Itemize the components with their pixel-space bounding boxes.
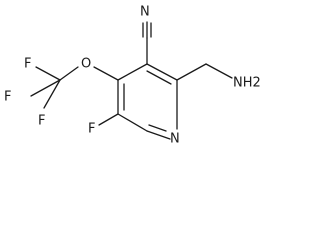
bond-ch2-nh2 xyxy=(205,63,233,79)
amine-label: NH2 xyxy=(233,76,261,91)
cf3-f-left-label: F xyxy=(4,90,11,105)
bond-c2-c3-inner xyxy=(146,70,172,85)
fluoro-label: F xyxy=(88,122,95,137)
bond-o-cf3 xyxy=(59,66,79,81)
cf3-f-bottom-label: F xyxy=(38,114,45,129)
bond-cf3-f-left xyxy=(30,79,61,97)
bond-c5-c6 xyxy=(117,113,148,132)
ether-o-label: O xyxy=(81,57,91,72)
cf3-f-top-label: F xyxy=(24,57,31,72)
bond-c3-c4 xyxy=(117,63,148,81)
bond-c6-n1-inner xyxy=(148,124,167,132)
molecule-svg: N NH2 N F O F F F xyxy=(4,5,261,147)
bond-cf3-f-top xyxy=(35,66,61,81)
nitrile-n-label: N xyxy=(140,5,150,20)
bond-c5-f xyxy=(98,113,119,126)
bond-c2-c3 xyxy=(146,63,178,81)
bond-c6-n1 xyxy=(146,130,171,140)
bond-cf3-f-bottom xyxy=(43,79,61,109)
bond-c4-o xyxy=(93,66,119,81)
ring-n-label: N xyxy=(170,132,180,147)
structure-diagram: N NH2 N F O F F F xyxy=(4,5,261,147)
bond-c2-ch2 xyxy=(176,63,207,81)
